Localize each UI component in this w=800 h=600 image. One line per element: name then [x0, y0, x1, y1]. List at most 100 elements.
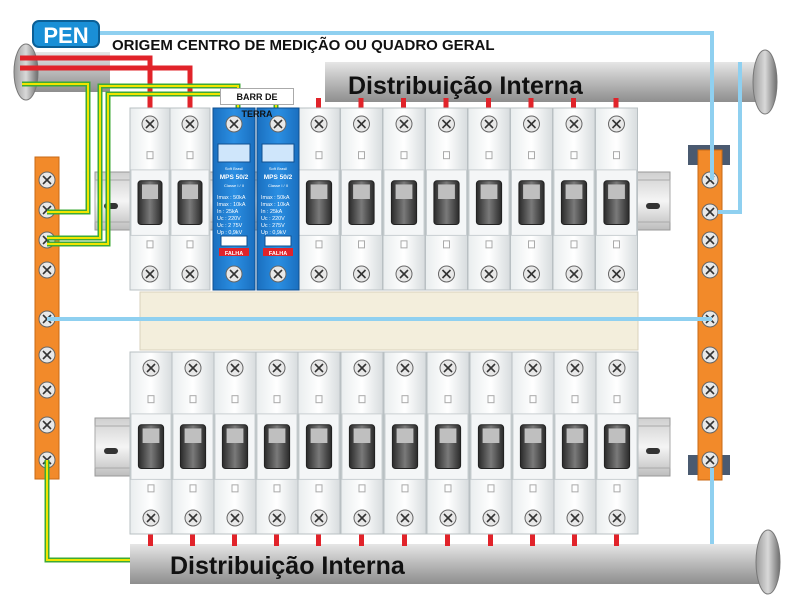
- dps-brand: Soft Brasil: [225, 166, 243, 171]
- breaker-screw: [353, 359, 371, 377]
- breaker-screw: [395, 115, 413, 133]
- dps-spec: Uc : 220V: [261, 216, 285, 222]
- circuit-breaker: [595, 107, 638, 291]
- circuit-breaker: [297, 351, 341, 535]
- dps-spec: Up : 0,9kV: [217, 230, 243, 236]
- dps-spec: Uc : 2 75V: [217, 223, 243, 229]
- breaker-screw: [396, 509, 414, 527]
- dps-spec: Imax : 50kA: [217, 195, 246, 201]
- pen-wire: [100, 31, 714, 180]
- breaker-screw: [310, 265, 328, 283]
- breaker-screw: [482, 509, 500, 527]
- dps-class: Classe I / II: [268, 183, 288, 188]
- circuit-breaker: [340, 107, 383, 291]
- breaker-screw: [226, 359, 244, 377]
- dps-model: MPS 50/2: [220, 174, 249, 181]
- circuit-breaker: [382, 107, 426, 291]
- busbar-screw: [38, 261, 56, 279]
- dps-spec: Uc : 275V: [261, 223, 285, 229]
- breaker-screw: [142, 359, 160, 377]
- breaker-screw: [523, 115, 540, 133]
- dps-spec: Imax : 10kA: [261, 202, 290, 208]
- breaker-screw: [480, 265, 498, 283]
- breaker-screw: [142, 509, 160, 527]
- dps-fault-label: FALHA: [225, 251, 243, 257]
- circuit-breaker: [426, 351, 470, 535]
- circuit-breaker: [213, 351, 257, 535]
- breaker-screw: [310, 115, 328, 133]
- circuit-breaker: [171, 351, 215, 535]
- circuit-breaker: [553, 351, 597, 535]
- breaker-screw: [524, 509, 542, 527]
- circuit-breaker: [425, 107, 468, 291]
- dps-screw: [269, 115, 287, 133]
- dps-screw: [225, 265, 243, 283]
- distribution-label-top: Distribuição Interna: [348, 72, 583, 100]
- busbar-screw: [38, 416, 56, 434]
- busbar-screw: [701, 381, 719, 399]
- busbar-screw: [701, 261, 719, 279]
- dps-spec: Uc : 220V: [217, 216, 241, 222]
- circuit-breaker: [169, 107, 211, 291]
- breaker-screw: [353, 509, 371, 527]
- breaker-screw: [523, 265, 540, 283]
- breaker-screw: [608, 265, 625, 283]
- breaker-screw: [184, 359, 202, 377]
- distribution-cable-top: [325, 49, 778, 115]
- busbar-screw: [38, 346, 56, 364]
- dps-fault-label: FALHA: [269, 251, 287, 257]
- circuit-breaker: [511, 351, 555, 535]
- distribution-cable-bottom: [130, 529, 781, 595]
- breaker-screw: [608, 359, 626, 377]
- breaker-screw: [395, 265, 413, 283]
- circuit-breaker: [383, 351, 427, 535]
- breaker-screw: [438, 115, 455, 133]
- breaker-screw: [439, 359, 457, 377]
- breaker-screw: [565, 265, 583, 283]
- dps-spec: Imax : 10kA: [217, 202, 246, 208]
- dps-screw: [269, 265, 287, 283]
- circuit-breaker: [129, 107, 171, 291]
- dps-screw: [225, 115, 243, 133]
- ground-bar-label: BARR DE TERRA: [220, 88, 294, 119]
- circuit-breaker: [469, 351, 513, 535]
- origin-caption: ORIGEM CENTRO DE MEDIÇÃO OU QUADRO GERAL: [112, 37, 495, 54]
- dps-spec: Up : 0,9kV: [261, 230, 287, 236]
- breaker-screw: [608, 509, 626, 527]
- circuit-breaker: [297, 107, 341, 291]
- breaker-screw: [310, 509, 328, 527]
- breaker-screw: [226, 509, 244, 527]
- breaker-screw: [310, 359, 328, 377]
- busbar-screw: [701, 231, 719, 249]
- breaker-screw: [141, 265, 159, 283]
- breaker-screw: [480, 115, 498, 133]
- circuit-breaker: [552, 107, 596, 291]
- busbar-screw: [701, 416, 719, 434]
- dps-spec: Imax : 50kA: [261, 195, 290, 201]
- dps-model: MPS 50/2: [264, 174, 293, 181]
- breaker-row-top: [129, 107, 638, 291]
- circuit-breaker: [255, 351, 299, 535]
- dps-spec: In : 25kA: [261, 209, 283, 215]
- busbar-screw: [701, 203, 719, 221]
- breaker-screw: [141, 115, 159, 133]
- breaker-screw: [181, 265, 199, 283]
- breaker-screw: [353, 265, 370, 283]
- breaker-screw: [353, 115, 370, 133]
- breaker-screw: [268, 509, 286, 527]
- busbar-screw: [701, 346, 719, 364]
- breaker-screw: [181, 115, 199, 133]
- dps-spec: In : 25kA: [217, 209, 239, 215]
- circuit-breaker: [129, 351, 173, 535]
- breaker-screw: [566, 509, 584, 527]
- breaker-screw: [565, 115, 583, 133]
- neutral-busbar: [688, 145, 730, 481]
- busbar-screw: [38, 381, 56, 399]
- circuit-breaker: [510, 107, 553, 291]
- dps-class: Classe I / II: [224, 183, 244, 188]
- pen-label: PEN: [32, 20, 100, 48]
